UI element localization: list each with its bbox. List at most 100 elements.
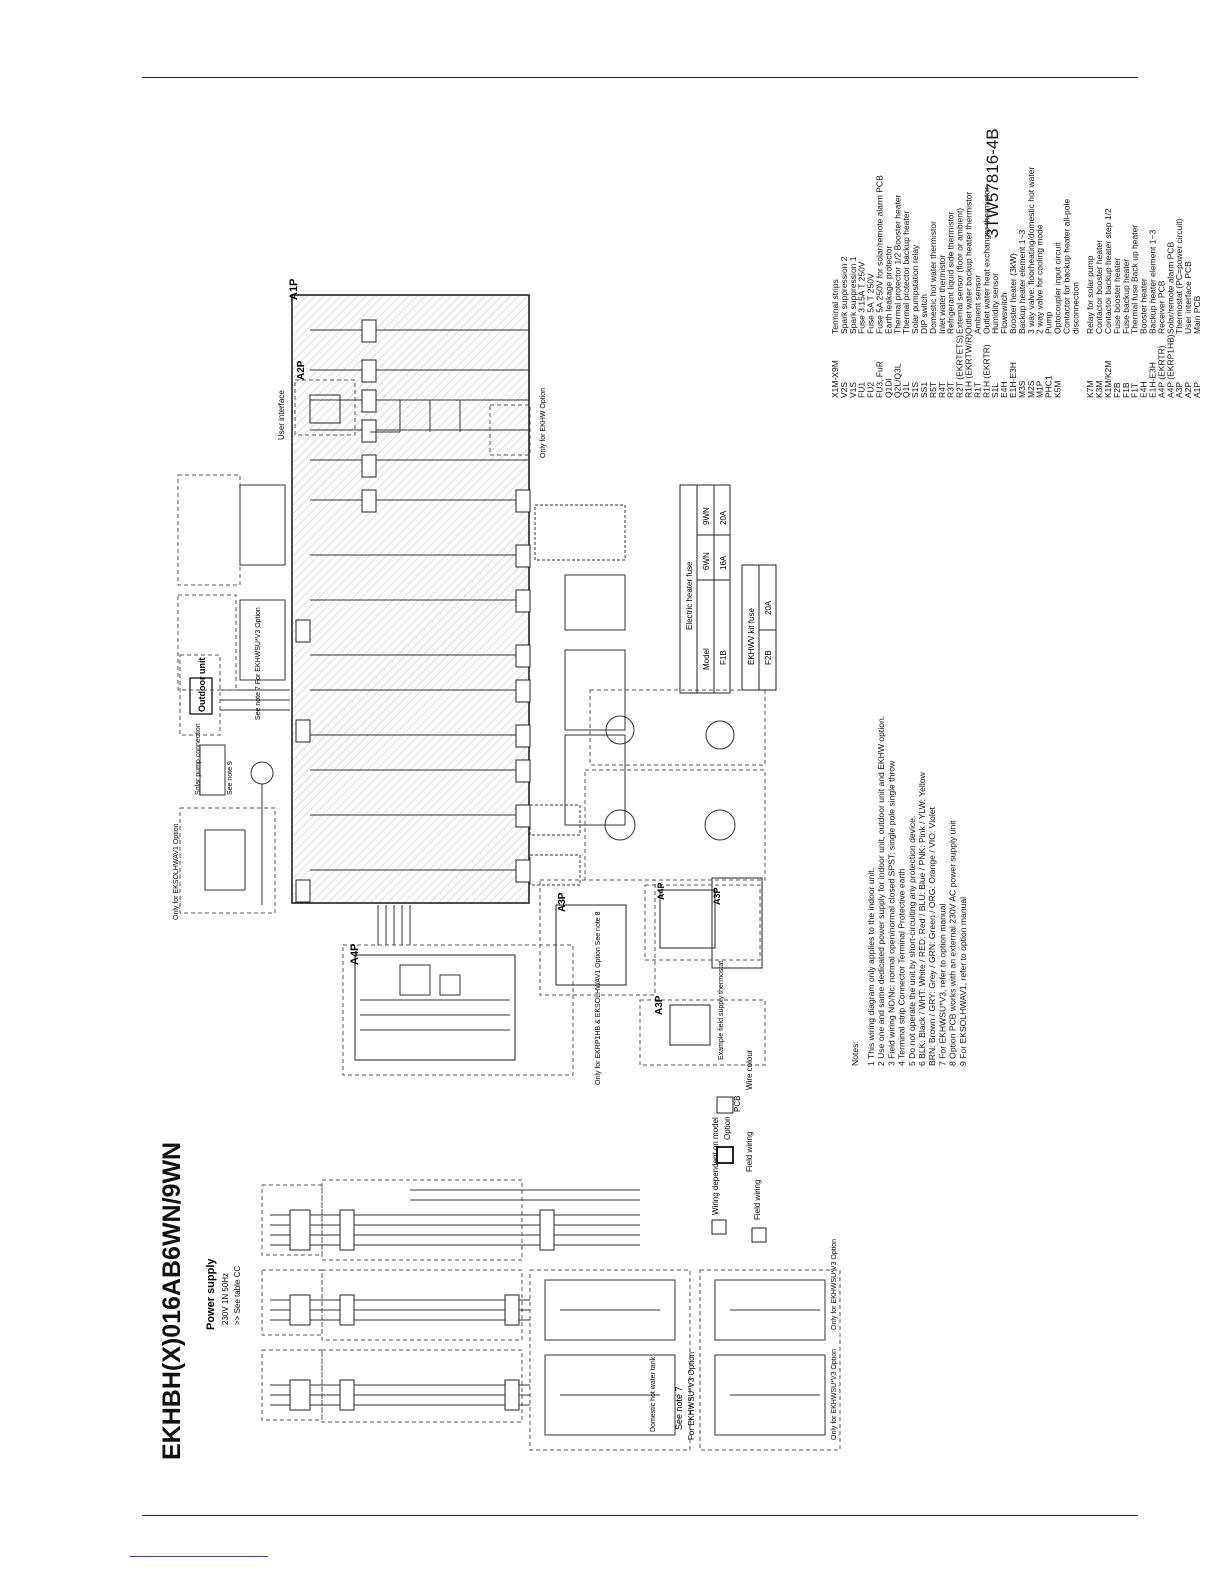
legend-description: Fuse 3.15A T 250V	[857, 261, 867, 334]
legend-description: Refrigerant liquid side thermistor	[946, 211, 956, 334]
option-area-left-2	[699, 1269, 841, 1451]
legend-field-wiring: Field wiring	[745, 1132, 754, 1172]
top-rule	[142, 77, 1138, 78]
legend-description: Pump	[1044, 312, 1054, 334]
bottom-rule	[142, 1515, 1138, 1516]
legend-code: R5T	[928, 382, 938, 398]
dhw-tank-label-1: Domestic hot water tank	[650, 1356, 657, 1432]
legend-code: F1T	[1130, 383, 1140, 398]
legend-code: S1S	[910, 382, 920, 398]
heater-box-2	[714, 1354, 826, 1436]
for-option-label: For EKHWSU*V3 Option	[687, 1352, 696, 1440]
legend-code: K1M/K2M	[1103, 361, 1113, 398]
legend-code: PHC1	[1044, 375, 1054, 398]
fuse-table-r2: 20A	[719, 510, 728, 525]
a4p-label-2: A4P	[656, 882, 666, 900]
legend-code: R2T (EKRTETS)	[955, 335, 965, 398]
legend-code: S1L	[990, 383, 1000, 398]
legend-pcb: PCB	[733, 1096, 742, 1112]
option-area-left-1	[529, 1269, 691, 1451]
relay-column	[529, 504, 626, 886]
outdoor-unit: Outdoor unit	[179, 654, 290, 736]
only-for-solar-label: Only for EKSOLHWAV1 Option	[173, 823, 180, 920]
legend-description: disconnection	[1070, 282, 1080, 334]
legend-code: A1P	[1192, 382, 1202, 398]
legend-description: Earth leakage protector	[883, 245, 893, 334]
legend-code: A4P (EKRTR)	[1156, 345, 1166, 398]
legend-code: R3T	[946, 382, 956, 398]
a3p-label-3: A3P	[654, 995, 665, 1015]
user-interface-label: User interface	[277, 390, 286, 440]
legend-code: K3M	[1094, 381, 1104, 398]
legend-code: A3P	[1174, 382, 1184, 398]
dhw-upper-options: See note 7 For EKHWSU*V3 Option	[177, 474, 286, 720]
power-supply-spec-1: 230V 1N 50Hz	[221, 1273, 230, 1325]
legend-code: K5M	[1053, 381, 1063, 398]
fuse-table-title: Electric heater fuse	[685, 561, 694, 630]
outdoor-unit-label: Outdoor unit	[197, 658, 207, 712]
legend-description: Ambient sensor	[972, 275, 982, 334]
note-line: 1 This wiring diagram only applies to th…	[866, 868, 876, 1066]
only-for-ekhw-label: Only for EKHW Option	[540, 388, 547, 458]
legend-code: R1T	[972, 382, 982, 398]
legend-description: Booster heater	[1139, 278, 1149, 334]
legend-code: M2S	[1026, 380, 1036, 398]
diagram-title: EKHBH(X)016AB6WN/9WN	[158, 1142, 186, 1460]
legend-code: E1H-E3H	[1148, 362, 1158, 398]
legend-code: Q2L/Q3L	[892, 363, 902, 398]
fuse-table-h0: Model	[702, 648, 711, 670]
a3p-label-2: A3P	[712, 887, 722, 905]
fuse-table-r0: F1B	[719, 650, 728, 665]
legend-description: Solar/remote alarm PCB	[1165, 242, 1175, 334]
a1p-board: A1P	[288, 279, 531, 904]
note-line: 9 For EKSOLHWAV1, refer to option manual	[958, 897, 968, 1066]
heater-box-3	[544, 1279, 676, 1341]
legend-wire-colour: Wire colour	[745, 1049, 754, 1090]
note-line: 6 BLK: Black / WHT: White / RED: Red / B…	[917, 771, 927, 1066]
legend-code: E1H-E3H	[1008, 362, 1018, 398]
dhw-tank-label-3: Only for EKHWSU*V3 Option	[831, 1239, 838, 1330]
a3p-label-1: A3P	[557, 892, 568, 912]
legend-description: Terminal strips	[830, 279, 840, 334]
note-line: 4 Terminal strip Connector Terminal Prot…	[897, 868, 907, 1066]
kit-fuse-r0: F2B	[764, 650, 773, 665]
legend-description: DIP switch	[919, 294, 929, 334]
legend-description: Thermal protector 1/2 Booster heater	[892, 194, 902, 334]
power-supply-spec-2: >> See table CC	[233, 1266, 242, 1325]
legend-code: A4P (EKRP1HB)	[1165, 334, 1175, 398]
solar-option: Only for EKSOLHWAV1 Option Solar pump co…	[173, 723, 276, 920]
kit-fuse-r1: 20A	[764, 600, 773, 615]
legend-code: FU2	[866, 382, 876, 398]
a4p-label: A4P	[349, 944, 361, 965]
see-note-7-upper: See note 7 For EKHWSU*V3 Option	[255, 607, 262, 720]
legend-description: Thermal fuse Back up heater	[1130, 225, 1140, 334]
legend-code: E4H	[1139, 381, 1149, 398]
notes: Notes: 1 This wiring diagram only applie…	[850, 716, 968, 1066]
legend-code: V1S	[848, 382, 858, 398]
legend-description: Solar pumpstation relay	[910, 244, 920, 334]
legend-description: Domestic hot water thermistor	[928, 221, 938, 334]
legend-code: A2P	[1183, 382, 1193, 398]
see-note-7-label: See note 7	[674, 1386, 684, 1430]
legend-description: 2 way valve for cooling mode	[1035, 224, 1045, 334]
legend-description: Fuse 5A T 250V	[866, 273, 876, 334]
dhw-tank-frame-3	[321, 1179, 523, 1261]
fuse-table-r1: 16A	[719, 555, 728, 570]
legend-code: Q1L	[901, 382, 911, 398]
note-line: 2 Use one and same dedicated power suppl…	[876, 716, 886, 1066]
heater-box-4	[714, 1279, 826, 1341]
legend-description: Main PCB	[1192, 295, 1202, 334]
fuse-table-h1: 6WN	[702, 552, 711, 570]
legend-code: SS1	[919, 382, 929, 398]
legend-description: Thermostat (PC=power circuit)	[1174, 218, 1184, 334]
dhw-tank-label-2: Only for EKHWSU*V3 Option	[831, 1349, 838, 1440]
legend-code: M1P	[1035, 380, 1045, 398]
kit-fuse-title: EKHWV kit fuse	[747, 608, 756, 665]
legend-description: Fuse booster heater	[1112, 258, 1122, 334]
document-code: 3TW57816-4B	[983, 128, 1002, 238]
a4p-option-label: Only for EKRP1HB & EKSOLHWAV1 Option See…	[595, 911, 602, 1085]
legend-description: Spark suppression 1	[848, 256, 858, 334]
dhw-tank-frame-1	[321, 1349, 523, 1423]
